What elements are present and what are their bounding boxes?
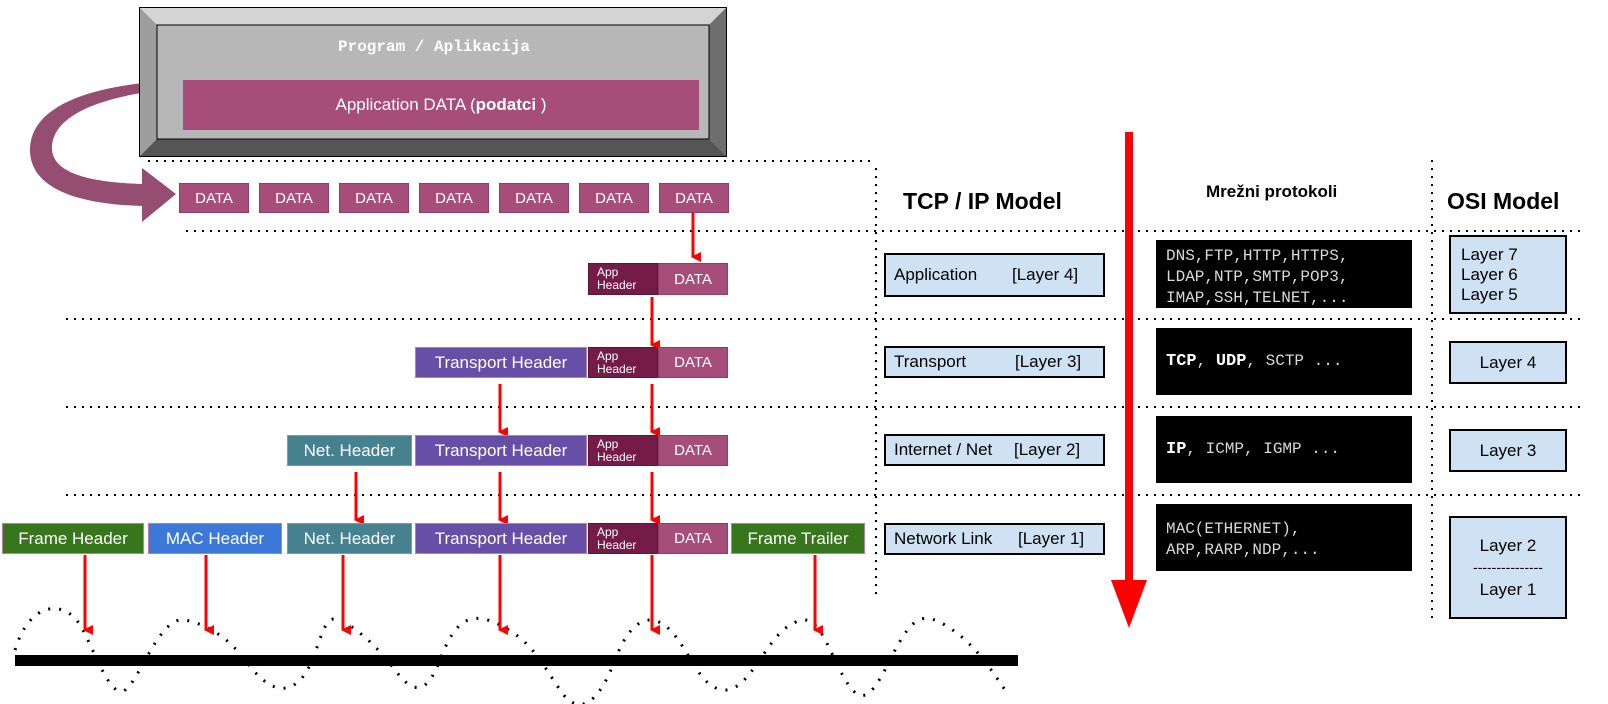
osi-layer-5: Layer 5 [1461, 284, 1518, 304]
tcpip-application: Application [Layer 4] [884, 253, 1105, 297]
data-chunk: DATA [499, 183, 569, 213]
app-header: App Header [588, 347, 658, 378]
data-chunk: DATA [659, 183, 729, 213]
tcpip-layer-number: [Layer 1] [1018, 529, 1085, 548]
osi-layers-7-5: Layer 7 Layer 6 Layer 5 [1449, 235, 1567, 314]
tcpip-layer-name: Application [894, 265, 978, 284]
protocols-transport: TCP, UDP, SCTP ... [1156, 328, 1412, 395]
tcpip-internet: Internet / Net [Layer 2] [884, 434, 1105, 466]
data-payload: DATA [658, 435, 728, 466]
data-payload: DATA [658, 263, 728, 295]
app-header: App Header [588, 523, 658, 554]
row-separators [66, 160, 1580, 496]
osi-layer-3: Layer 3 [1449, 429, 1567, 472]
osi-separator: --------------- [1473, 558, 1543, 575]
protocols-link: MAC(ETHERNET), ARP,RARP,NDP,... [1156, 504, 1412, 571]
data-chunk: DATA [579, 183, 649, 213]
frame-trailer: Frame Trailer [731, 523, 865, 554]
protocols-heading: Mrežni protokoli [1206, 182, 1338, 201]
tcpip-layer-name: Transport [894, 352, 967, 371]
net-header: Net. Header [287, 523, 412, 554]
transmission-arrows [83, 555, 823, 635]
tcpip-layer-name: Internet / Net [894, 440, 993, 459]
protocol-internet-rest: , ICMP, IGMP ... [1186, 440, 1341, 458]
data-payload: DATA [658, 523, 728, 554]
osi-layer-1: Layer 1 [1479, 579, 1537, 599]
osi-heading: OSI Model [1447, 188, 1560, 214]
application-data-prefix: Application DATA ( [335, 95, 476, 114]
frame-header: Frame Header [2, 523, 144, 554]
tcpip-layer-number: [Layer 3] [1015, 352, 1082, 371]
protocol-sep: , [1196, 352, 1216, 370]
program-title: Program / Aplikacija [337, 38, 531, 56]
tcpip-transport: Transport [Layer 3] [884, 346, 1105, 378]
data-chunk: DATA [259, 183, 329, 213]
program-frame: Program / Aplikacija Application DATA ( … [139, 7, 727, 157]
app-header: App Header [588, 435, 658, 466]
protocols-application: DNS,FTP,HTTP,HTTPS, LDAP,NTP,SMTP,POP3, … [1156, 240, 1412, 308]
data-chunk: DATA [419, 183, 489, 213]
transport-header: Transport Header [415, 435, 587, 466]
osi-layer-2: Layer 2 [1479, 535, 1537, 555]
osi-layers-2-1: Layer 2 --------------- Layer 1 [1449, 516, 1567, 619]
tcpip-layer-name: Network Link [894, 529, 993, 548]
curved-arrow [30, 80, 184, 222]
data-chunk: DATA [179, 183, 249, 213]
physical-wire [15, 655, 1018, 666]
app-header: App Header [588, 263, 658, 295]
data-payload: DATA [658, 347, 728, 378]
data-chunk: DATA [339, 183, 409, 213]
protocol-udp: UDP [1215, 352, 1247, 371]
protocol-ip: IP [1166, 440, 1187, 459]
transport-header: Transport Header [415, 347, 587, 378]
application-data-bold: podatci [475, 95, 537, 114]
tcpip-heading: TCP / IP Model [903, 188, 1062, 214]
encapsulation-arrows [354, 212, 701, 525]
tcpip-layer-number: [Layer 4] [1012, 265, 1079, 284]
big-down-arrow [1111, 132, 1147, 628]
osi-layer-6: Layer 6 [1461, 264, 1518, 284]
application-data-suffix: ) [536, 95, 547, 114]
osi-layer-7: Layer 7 [1461, 244, 1518, 264]
tcpip-layer-number: [Layer 2] [1014, 440, 1081, 459]
protocol-tcp: TCP [1166, 352, 1197, 371]
osi-layer-4: Layer 4 [1449, 341, 1567, 384]
transport-header: Transport Header [415, 523, 587, 554]
net-header: Net. Header [287, 435, 412, 466]
protocols-internet: IP, ICMP, IGMP ... [1156, 416, 1412, 483]
application-data-bar: Application DATA ( podatci ) [183, 80, 699, 130]
mac-header: MAC Header [148, 523, 282, 554]
protocol-transport-rest: , SCTP ... [1246, 352, 1343, 370]
tcpip-network-link: Network Link [Layer 1] [884, 523, 1105, 555]
